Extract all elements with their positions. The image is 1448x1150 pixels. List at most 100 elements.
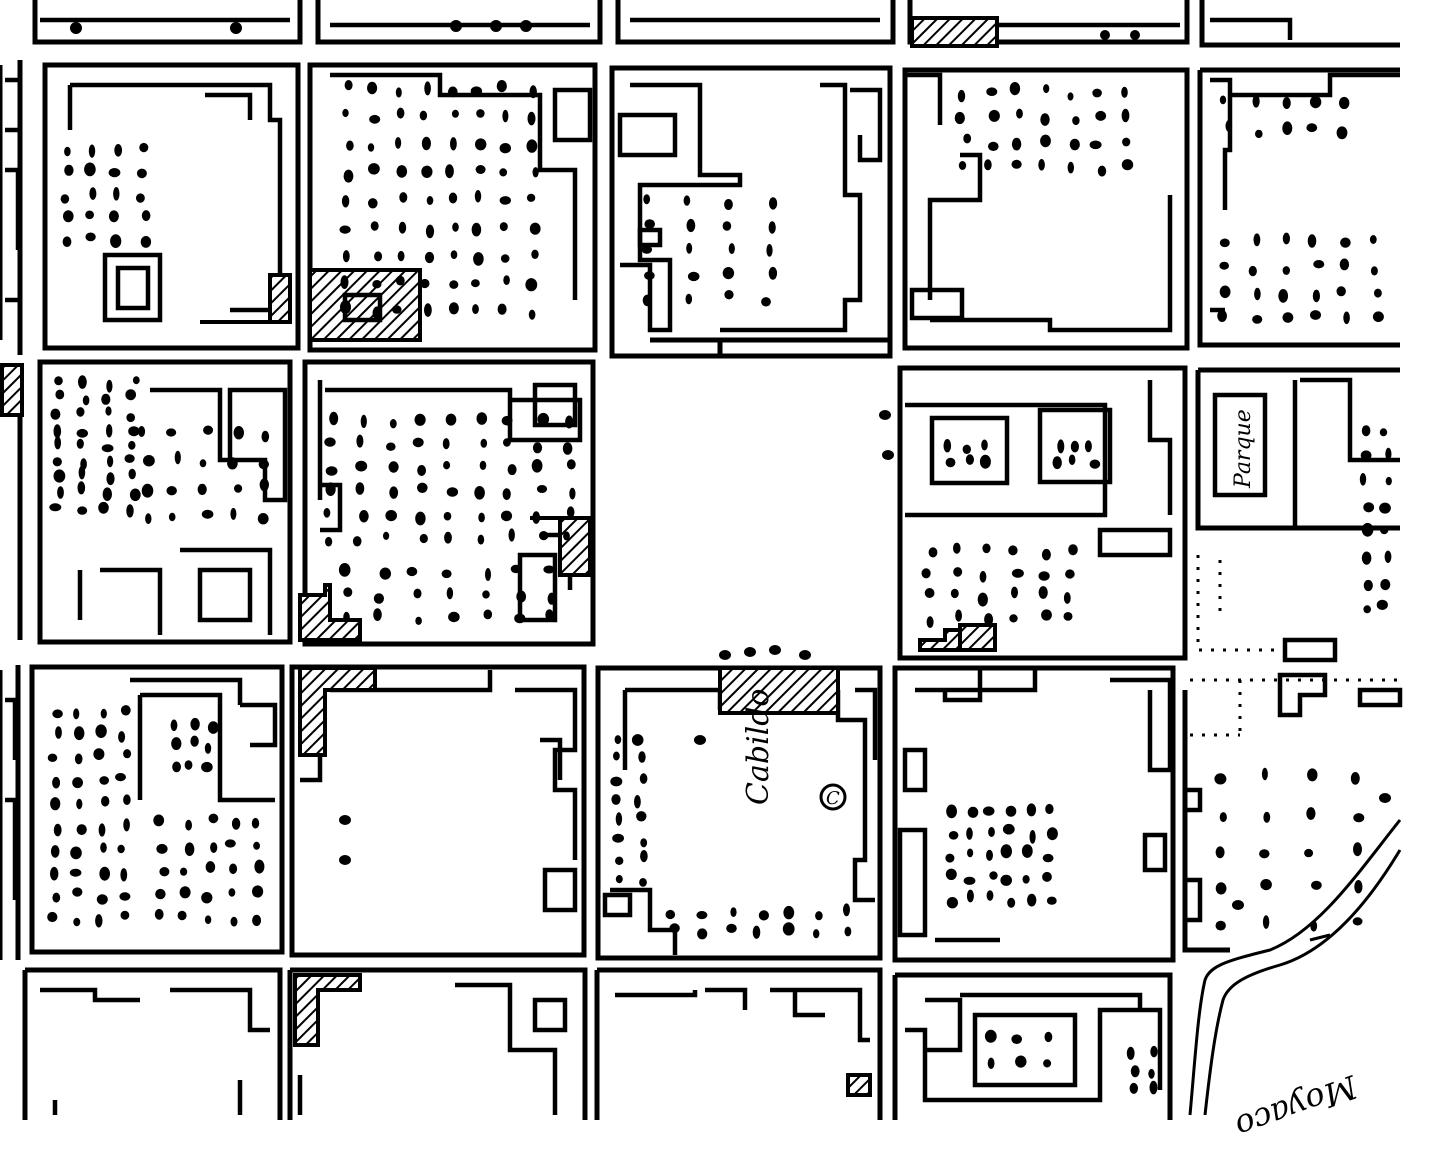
tree-dot-icon	[483, 609, 493, 620]
tree-dot-icon	[531, 249, 539, 259]
tree-dot-icon	[417, 482, 428, 493]
tree-dot-icon	[1261, 767, 1268, 781]
tree-dot-icon	[694, 735, 706, 745]
tree-dot-icon	[199, 459, 207, 468]
tree-dot-icon	[55, 389, 65, 400]
tree-dot-icon	[452, 222, 459, 232]
tree-dot-icon	[1007, 897, 1016, 908]
tree-dot-icon	[448, 192, 458, 204]
tree-dot-icon	[813, 929, 820, 939]
tree-dot-icon	[52, 709, 63, 719]
tree-dot-icon	[1363, 605, 1371, 614]
tree-dot-icon	[945, 868, 957, 880]
tree-dot-icon	[471, 222, 482, 237]
tree-dot-icon	[1042, 853, 1054, 863]
tree-dot-icon	[1219, 812, 1227, 823]
tree-dot-icon	[101, 796, 110, 807]
tree-dot-icon	[115, 773, 126, 782]
tree-dot-icon	[129, 488, 141, 502]
tree-dot-icon	[123, 818, 130, 832]
tree-dot-icon	[406, 566, 418, 577]
tree-dot-icon	[412, 437, 424, 448]
tree-dot-icon	[1278, 289, 1289, 303]
tree-dot-icon	[1008, 545, 1018, 556]
tree-dot-icon	[120, 868, 128, 882]
tree-dot-icon	[342, 250, 350, 263]
tree-dot-icon	[1307, 234, 1317, 248]
tree-dot-icon	[539, 531, 549, 541]
tree-dot-icon	[156, 843, 168, 854]
orchard-trees	[47, 80, 1392, 1095]
tree-dot-icon	[210, 842, 218, 853]
tree-dot-icon	[93, 748, 105, 760]
tree-dot-icon	[981, 439, 988, 451]
tree-dot-icon	[1260, 879, 1272, 891]
tree-dot-icon	[1307, 768, 1318, 782]
tree-dot-icon	[1042, 871, 1052, 882]
tree-dot-icon	[1282, 312, 1294, 323]
tree-dot-icon	[1215, 846, 1225, 859]
tree-dot-icon	[503, 275, 510, 285]
tree-dot-icon	[78, 375, 87, 389]
tree-dot-icon	[166, 428, 177, 437]
tree-dot-icon	[184, 842, 195, 856]
tree-dot-icon	[417, 465, 426, 476]
tree-dot-icon	[697, 928, 708, 940]
tree-dot-icon	[55, 726, 62, 739]
tree-dot-icon	[1217, 309, 1227, 322]
arroyo-label: Moyaco	[1231, 1067, 1364, 1146]
tree-dot-icon	[1282, 97, 1291, 109]
tree-dot-icon	[50, 797, 61, 811]
tree-dot-icon	[346, 140, 354, 151]
tree-dot-icon	[374, 251, 383, 262]
tree-dot-icon	[945, 853, 955, 863]
tree-dot-icon	[413, 588, 422, 599]
tree-dot-icon	[123, 794, 131, 805]
tree-dot-icon	[344, 80, 353, 91]
tree-dot-icon	[962, 444, 971, 454]
tree-dot-icon	[128, 426, 140, 437]
tree-dot-icon	[370, 221, 379, 231]
tree-dot-icon	[500, 510, 513, 522]
tree-dot-icon	[52, 776, 61, 789]
tree-dot-icon	[113, 187, 120, 201]
tree-dot-icon	[1306, 807, 1316, 820]
tree-dot-icon	[101, 393, 111, 405]
tree-dot-icon	[752, 925, 761, 939]
tree-dot-icon	[170, 719, 178, 732]
tree-dot-icon	[1121, 86, 1128, 98]
tree-dot-icon	[124, 454, 135, 463]
tree-dot-icon	[106, 424, 113, 438]
tree-dot-icon	[420, 278, 430, 289]
tree-dot-icon	[685, 293, 693, 305]
tree-dot-icon	[1336, 126, 1348, 140]
tree-dot-icon	[782, 922, 795, 936]
tree-dot-icon	[1121, 159, 1134, 171]
tree-dot-icon	[953, 567, 963, 577]
tree-dot-icon	[47, 911, 58, 923]
tree-dot-icon	[252, 885, 264, 898]
tree-dot-icon	[503, 438, 511, 447]
tree-dot-icon	[450, 137, 457, 151]
tree-dot-icon	[373, 608, 382, 621]
tree-dot-icon	[396, 165, 408, 178]
tree-dot-icon	[1038, 571, 1050, 581]
tree-dot-icon	[977, 592, 988, 607]
tree-dot-icon	[644, 219, 655, 229]
tree-dot-icon	[1253, 233, 1261, 247]
tree-dot-icon	[634, 795, 641, 809]
tree-dot-icon	[253, 841, 260, 850]
tree-dot-icon	[1372, 311, 1384, 323]
tree-dot-icon	[1068, 544, 1078, 556]
tree-dot-icon	[1052, 456, 1062, 470]
tree-dot-icon	[415, 616, 422, 625]
tree-dot-icon	[1361, 522, 1374, 537]
tree-dot-icon	[1011, 586, 1018, 599]
tree-dot-icon	[1248, 265, 1257, 277]
block-row-bottom	[22, 967, 1173, 1120]
tree-dot-icon	[72, 887, 83, 897]
tree-dot-icon	[1089, 140, 1102, 150]
tree-dot-icon	[356, 434, 364, 448]
tree-dot-icon	[1046, 896, 1057, 905]
tree-dot-icon	[565, 415, 574, 429]
